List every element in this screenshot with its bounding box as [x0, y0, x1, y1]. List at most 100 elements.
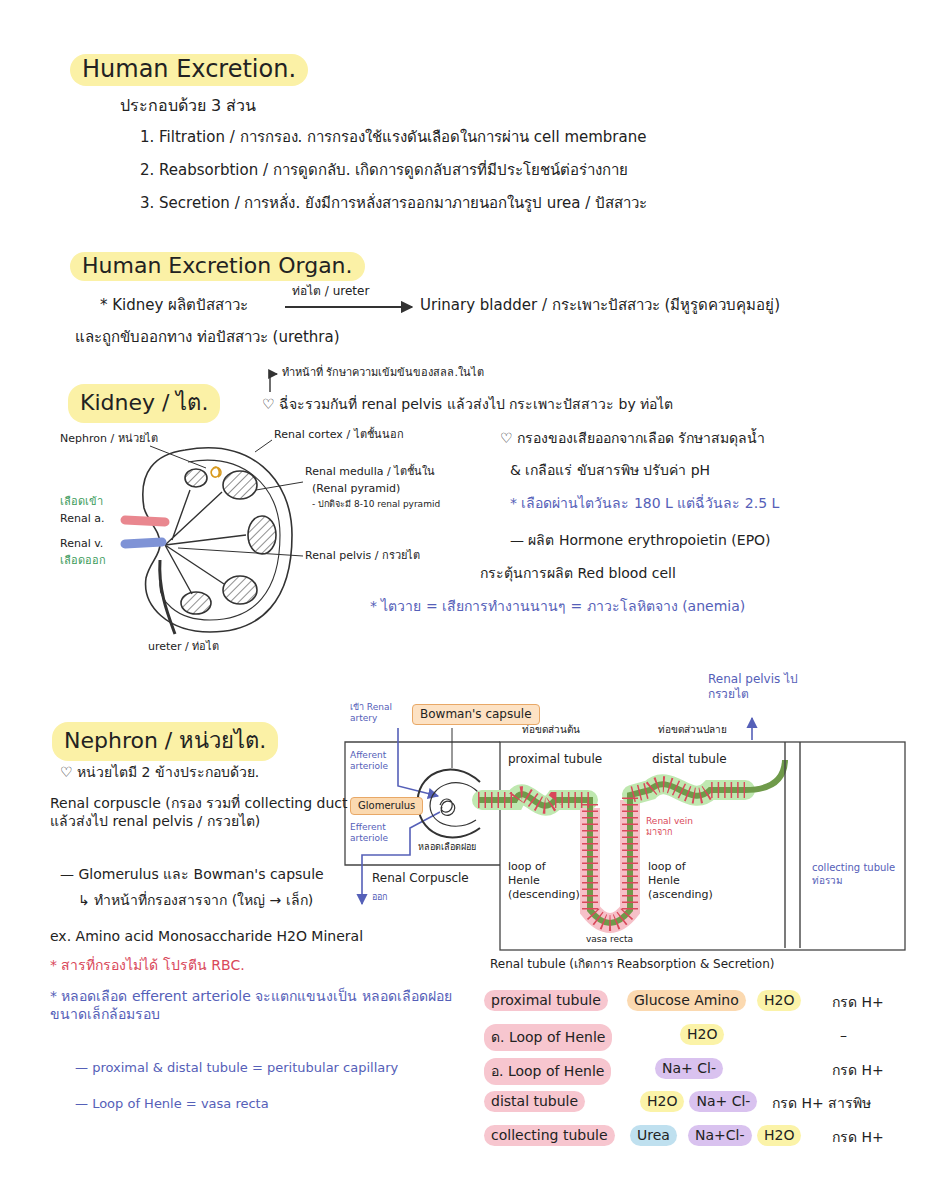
node-text: อ. Loop of Henle: [491, 1063, 604, 1079]
node-text: Kidney / ไต.: [80, 390, 208, 415]
note-text: Renal a.: [60, 512, 104, 526]
nephron-mark: [211, 467, 221, 477]
note-text: Renal v.: [60, 537, 103, 551]
note-text: * ไตวาย = เสียการทำงานนานๆ = ภาวะโลหิตจา…: [370, 598, 745, 616]
note-text: ♡ กรองของเสียออกจากเลือด รักษาสมดุลน้ำ: [500, 430, 765, 448]
note-text: loop of Henle (ascending): [648, 860, 720, 901]
note-text: — Loop of Henle = vasa recta: [75, 1096, 269, 1112]
note-text: 3. Secretion / การหลั่ง. ยังมีการหลั่งสา…: [140, 194, 647, 213]
cortex-line: [160, 460, 280, 620]
note-text: ทำหน้าที่ รักษาความเข้มข้นของสลล.ในไต: [282, 366, 484, 380]
table-pill: H2O: [757, 1125, 801, 1146]
nephron-drawing: [345, 718, 905, 950]
flow-arrow: [285, 306, 412, 308]
note-text: หลอดเลือดฝอย: [418, 842, 476, 853]
note-text: เข้า Renal artery: [350, 702, 396, 725]
node-text: proximal tubule: [491, 992, 601, 1008]
note-text: ex. Amino acid Monosaccharide H2O Minera…: [50, 928, 363, 946]
pelvis-arrow: [751, 718, 753, 740]
bowman-capsule-inner: [430, 783, 478, 826]
bowman-capsule-shape: [418, 770, 480, 838]
note-text: — Glomerulus และ Bowman's capsule: [60, 866, 324, 884]
node-text: H2O: [647, 1093, 677, 1109]
table-pill: Urea: [630, 1125, 677, 1146]
renal-pyramid: [223, 471, 257, 499]
table-pill: อ. Loop of Henle: [484, 1058, 611, 1085]
note-text: 2. Reabsorbtion / การดูดกลับ. เกิดการดูด…: [140, 161, 628, 180]
node-text: H2O: [764, 1127, 794, 1143]
note-text: กรด H+: [832, 994, 884, 1012]
node-text: Na+Cl-: [695, 1127, 745, 1143]
renal-artery: [125, 520, 165, 522]
note-text: ♡ ฉี่จะรวมกันที่ renal pelvis แล้วส่งไป …: [262, 396, 673, 414]
renal-pyramid: [185, 469, 207, 487]
node-text: distal tubule: [491, 1093, 578, 1109]
node-text: Glomerulus: [358, 800, 415, 811]
node-text: Nephron / หน่วยไต.: [64, 728, 266, 753]
note-text: Urinary bladder / กระเพาะปัสสาวะ (มีหูรู…: [420, 296, 780, 315]
note-text: ↳ ทำหน้าที่กรองสารจาก (ใหญ่ → เล็ก): [78, 892, 313, 910]
page-title: Human Excretion.: [70, 54, 308, 86]
leader-line: [256, 482, 303, 490]
tubule-frame: [500, 742, 905, 950]
note-text: ท่อขดส่วนปลาย: [658, 724, 727, 737]
note-text: distal tubule: [652, 752, 727, 767]
note-text: Nephron / หน่วยไต: [60, 432, 158, 446]
note-text: ประกอบด้วย 3 ส่วน: [120, 96, 256, 116]
note-text: Renal tubule (เกิดการ Reabsorption & Sec…: [490, 957, 774, 972]
collecting-tubule: [785, 742, 800, 948]
note-text: Efferent arteriole: [350, 822, 394, 845]
note-text: ท่อไต / ureter: [292, 284, 369, 299]
table-pill: Na+ Cl-: [689, 1091, 757, 1112]
note-text: เลือดออก: [60, 554, 106, 568]
note-text: Renal pelvis ไปกรวยไต: [708, 672, 820, 702]
pointer-arrow: [270, 374, 277, 392]
heading-band: Nephron / หน่วยไต.: [52, 722, 278, 761]
table-pill: Na+ Cl-: [655, 1058, 723, 1079]
capillary-wrap: [478, 784, 745, 923]
table-pill: Na+Cl-: [688, 1125, 752, 1146]
table-pill: Glucose Amino: [627, 990, 746, 1011]
note-text: ♡ หน่วยไตมี 2 ข้างประกอบด้วย.: [60, 764, 259, 782]
node-text: H2O: [764, 992, 794, 1008]
note-text: Renal medulla / ไตชั้นใน: [305, 465, 435, 479]
node-text: collecting tubule: [491, 1127, 608, 1143]
leader-line: [178, 548, 303, 556]
glomerulus-shape: [440, 799, 455, 815]
note-text: ท่อขดส่วนต้น: [522, 724, 580, 737]
table-pill: collecting tubule: [484, 1125, 615, 1146]
note-text: และถูกขับออกทาง ท่อปัสสาวะ (urethra): [75, 328, 340, 347]
afferent-arteriole: [398, 728, 438, 796]
leader-line: [255, 440, 272, 452]
note-text: ออก: [372, 892, 387, 903]
note-text: — ผลิต Hormone erythropoietin (EPO): [510, 532, 771, 550]
note-text: Renal corpuscle (กรอง รวมที่ collecting …: [50, 795, 350, 830]
renal-vein: [125, 542, 162, 544]
kidney-drawing: [125, 440, 303, 634]
note-text: * Kidney ผลิตปัสสาวะ: [100, 296, 248, 315]
note-text: เลือดเข้า: [60, 495, 103, 509]
note-text: * เลือดผ่านไตวันละ 180 L แต่ฉี่วันละ 2.5…: [510, 495, 779, 513]
note-text: — proximal & distal tubule = peritubular…: [75, 1060, 398, 1076]
note-text: กรด H+ สารพิษ: [772, 1095, 871, 1113]
node-text: Human Excretion Organ.: [82, 253, 353, 278]
table-pill: ด. Loop of Henle: [484, 1024, 612, 1051]
note-text: –: [840, 1027, 847, 1045]
node-text: Na+ Cl-: [696, 1093, 750, 1109]
renal-pyramid: [181, 592, 211, 614]
renal-pelvis-branches: [165, 490, 246, 594]
node-text: Urea: [637, 1127, 670, 1143]
note-text: กรด H+: [832, 1062, 884, 1080]
note-text: Renal vein มาจาก: [646, 816, 702, 839]
heading-band: Human Excretion Organ.: [70, 252, 365, 281]
note-text: 1. Filtration / การกรอง. การกรองใช้แรงดั…: [140, 128, 646, 147]
node-text: Bowman's capsule: [420, 707, 532, 721]
leader-line: [150, 446, 206, 468]
note-text: กรด H+: [832, 1129, 884, 1147]
node-text: H2O: [687, 1026, 717, 1042]
note-text: (Renal pyramid): [312, 482, 400, 496]
note-text: & เกลือแร่ ขับสารพิษ ปรับค่า pH: [510, 462, 710, 480]
node-text: ด. Loop of Henle: [491, 1029, 605, 1045]
loop-highlight: [590, 800, 630, 923]
